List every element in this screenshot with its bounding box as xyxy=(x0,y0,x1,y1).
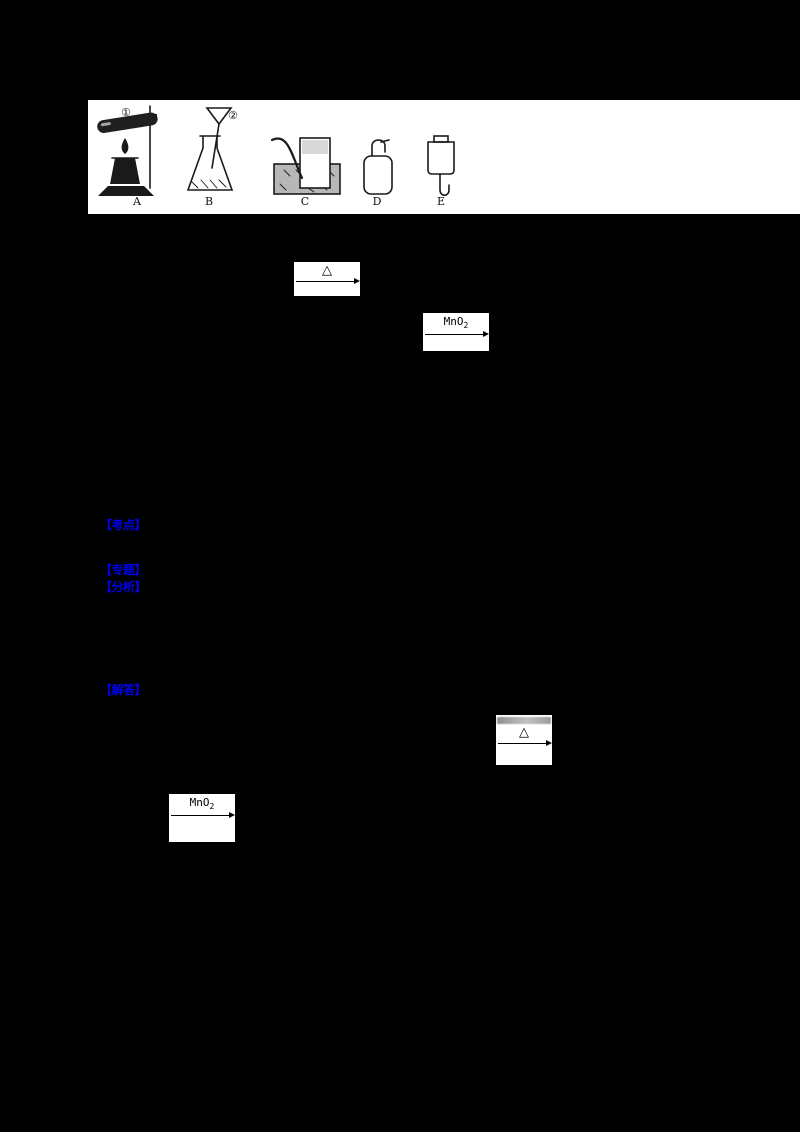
equation-condition-box-mno2-1: MnO2 xyxy=(423,313,490,351)
apparatus-a-stand-drawing xyxy=(97,105,158,196)
equation-condition-box-mno2-2: MnO2 xyxy=(169,794,236,842)
catalyst-condition-label: MnO2 xyxy=(443,315,469,331)
section-tag-kaodian: 【考点】 xyxy=(100,518,147,532)
callout-2: ② xyxy=(228,109,238,122)
reaction-arrow xyxy=(424,330,490,337)
gray-smudge xyxy=(497,717,551,724)
apparatus-label-a: A xyxy=(133,195,141,208)
callout-1: ① xyxy=(121,106,131,119)
heat-condition-symbol: △ xyxy=(519,725,529,740)
apparatus-label-c: C xyxy=(300,195,310,208)
reaction-arrow xyxy=(170,811,236,818)
apparatus-e-bottle-drawing xyxy=(427,135,455,197)
heat-condition-symbol: △ xyxy=(322,263,332,278)
apparatus-figure xyxy=(97,105,455,197)
reaction-arrow xyxy=(497,740,552,747)
catalyst-condition-label: MnO2 xyxy=(189,796,215,812)
equation-condition-box-heat-1: △ xyxy=(294,262,361,296)
apparatus-figure-strip: ① ② A B C D E xyxy=(88,100,800,214)
apparatus-label-e: E xyxy=(436,195,446,208)
apparatus-b-flask-drawing xyxy=(186,107,234,191)
reaction-arrow xyxy=(295,278,361,285)
apparatus-label-b: B xyxy=(204,195,214,208)
equation-condition-box-heat-2: △ xyxy=(496,715,552,765)
section-tag-zhuanti: 【专题】 xyxy=(100,563,147,577)
apparatus-c-trough-drawing xyxy=(270,137,341,195)
apparatus-label-d: D xyxy=(372,195,382,208)
apparatus-d-bottle-drawing xyxy=(363,139,393,195)
section-tag-fenxi: 【分析】 xyxy=(100,580,147,594)
section-tag-jieda: 【解答】 xyxy=(100,683,147,697)
